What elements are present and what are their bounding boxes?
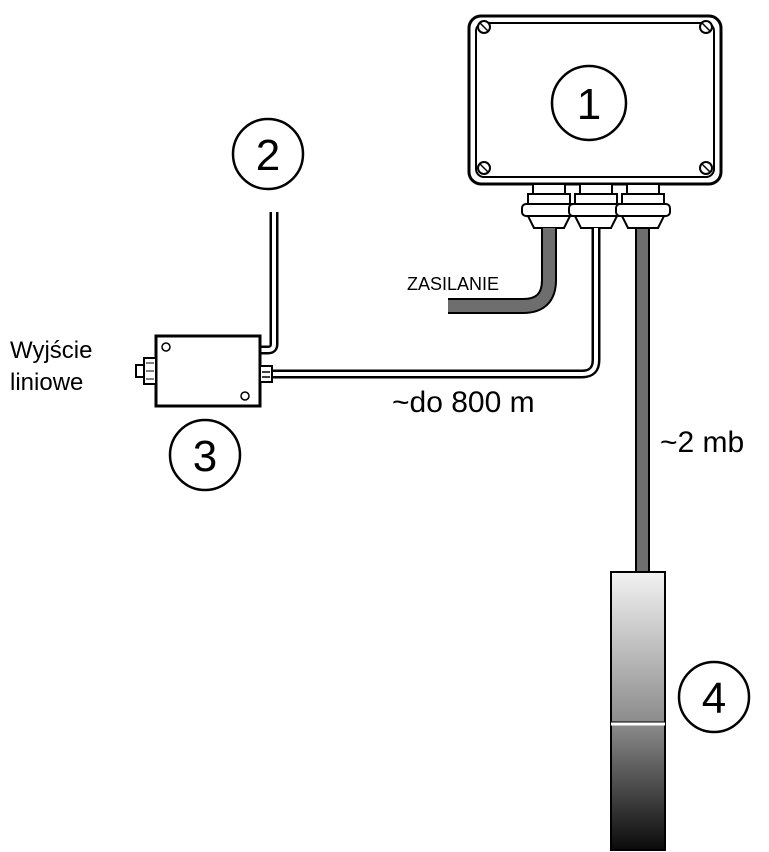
callout-2-label: 2	[256, 131, 280, 180]
output-cable	[258, 212, 279, 355]
cable-gland-signal	[568, 183, 624, 229]
cable-gland-probe	[615, 183, 671, 229]
junction-box	[154, 334, 273, 408]
probe-cable	[635, 227, 650, 573]
output-label-line1: Wyjście	[10, 337, 92, 364]
enclosure-screw	[477, 20, 491, 34]
depth-label: ~2 mb	[660, 426, 744, 459]
output-label-line2: liniowe	[10, 369, 83, 396]
callout-3-label: 3	[193, 432, 217, 481]
callout-3: 3	[168, 418, 242, 492]
enclosure-screw	[699, 20, 713, 34]
level-probe	[610, 571, 666, 851]
callout-4: 4	[677, 660, 751, 734]
power-cable	[448, 228, 557, 314]
callout-1-label: 1	[577, 80, 601, 129]
cable-gland-power	[521, 183, 577, 229]
callout-1: 1	[550, 64, 628, 142]
distance-label: ~do 800 m	[392, 386, 535, 419]
callout-4-label: 4	[702, 674, 726, 723]
enclosure-screw	[477, 161, 491, 175]
output-connector	[135, 357, 157, 385]
enclosure-screw	[699, 161, 713, 175]
power-label: ZASILANIE	[407, 274, 499, 294]
callout-2: 2	[231, 117, 305, 191]
